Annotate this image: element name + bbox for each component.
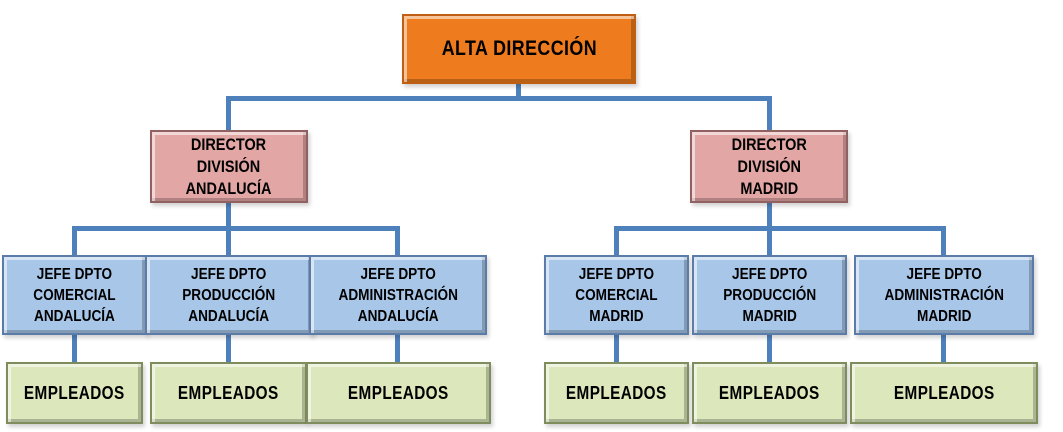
node-jefe-administracion-madrid-line1: JEFE DPTO <box>906 265 982 283</box>
node-alta-direccion: ALTA DIRECCIÓN <box>402 14 636 84</box>
node-director-andalucia-line1: DIRECTOR <box>191 134 267 154</box>
node-empleados-2-label: EMPLEADOS <box>178 382 279 403</box>
node-director-madrid-line1: DIRECTOR <box>731 134 807 154</box>
connector-empleados-stub-4 <box>614 335 619 362</box>
node-director-andalucia-line3: ANDALUCÍA <box>186 178 272 198</box>
node-jefe-administracion-andalucia-line1: JEFE DPTO <box>360 265 436 283</box>
connector-root-stem <box>516 84 521 98</box>
node-jefe-produccion-madrid-line3: MADRID <box>742 307 797 325</box>
node-jefe-produccion-madrid-line1: JEFE DPTO <box>731 265 808 283</box>
node-jefe-comercial-andalucia: JEFE DPTO COMERCIAL ANDALUCÍA <box>2 255 147 335</box>
node-director-madrid-line2: DIVISIÓN <box>737 156 801 176</box>
node-jefe-comercial-madrid-line2: COMERCIAL <box>575 286 658 304</box>
node-empleados-5: EMPLEADOS <box>692 362 847 424</box>
connector-top-right-drop <box>767 96 772 130</box>
node-jefe-produccion-andalucia-line1: JEFE DPTO <box>191 265 267 283</box>
node-empleados-2: EMPLEADOS <box>150 362 307 424</box>
connector-empleados-stub-2 <box>226 335 231 362</box>
connector-madrid-left-drop <box>614 226 619 255</box>
node-jefe-comercial-andalucia-line2: COMERCIAL <box>33 286 116 304</box>
node-empleados-3-label: EMPLEADOS <box>348 382 449 403</box>
connector-empleados-stub-3 <box>395 335 400 362</box>
node-director-andalucia: DIRECTOR DIVISIÓN ANDALUCÍA <box>150 130 308 203</box>
connector-madrid-right-drop <box>941 226 946 255</box>
node-jefe-administracion-madrid: JEFE DPTO ADMINISTRACIÓN MADRID <box>854 255 1034 335</box>
node-director-madrid-line3: MADRID <box>740 178 798 198</box>
connector-empleados-stub-6 <box>941 335 946 362</box>
node-jefe-produccion-andalucia-line3: ANDALUCÍA <box>188 307 270 325</box>
node-jefe-administracion-andalucia: JEFE DPTO ADMINISTRACIÓN ANDALUCÍA <box>309 255 487 335</box>
node-empleados-6-label: EMPLEADOS <box>893 382 995 403</box>
node-jefe-produccion-madrid: JEFE DPTO PRODUCCIÓN MADRID <box>692 255 847 335</box>
node-empleados-1-label: EMPLEADOS <box>24 382 125 403</box>
node-empleados-3: EMPLEADOS <box>306 362 491 424</box>
node-empleados-5-label: EMPLEADOS <box>719 382 820 403</box>
node-jefe-comercial-madrid-line1: JEFE DPTO <box>578 265 655 283</box>
connector-top-horizontal <box>226 96 772 101</box>
node-jefe-administracion-andalucia-line3: ANDALUCÍA <box>357 307 439 325</box>
node-jefe-administracion-madrid-line3: MADRID <box>916 307 972 325</box>
connector-andalucia-left-drop <box>72 226 77 255</box>
node-jefe-administracion-andalucia-line2: ADMINISTRACIÓN <box>338 286 458 304</box>
node-empleados-6: EMPLEADOS <box>850 362 1038 424</box>
connector-andalucia-right-drop <box>395 226 400 255</box>
connector-top-left-drop <box>226 96 231 130</box>
connector-madrid-horizontal <box>614 226 946 231</box>
node-director-andalucia-line2: DIVISIÓN <box>197 156 261 176</box>
node-empleados-4-label: EMPLEADOS <box>566 382 667 403</box>
connector-empleados-stub-5 <box>767 335 772 362</box>
node-jefe-produccion-madrid-line2: PRODUCCIÓN <box>723 286 816 304</box>
node-director-madrid: DIRECTOR DIVISIÓN MADRID <box>690 130 848 203</box>
node-jefe-comercial-andalucia-line3: ANDALUCÍA <box>34 307 115 325</box>
node-jefe-comercial-madrid: JEFE DPTO COMERCIAL MADRID <box>544 255 689 335</box>
node-jefe-administracion-madrid-line2: ADMINISTRACIÓN <box>884 286 1004 304</box>
node-jefe-produccion-andalucia-line2: PRODUCCIÓN <box>182 286 276 304</box>
node-jefe-comercial-madrid-line3: MADRID <box>589 307 644 325</box>
connector-empleados-stub-1 <box>72 335 77 362</box>
node-empleados-4: EMPLEADOS <box>544 362 689 424</box>
connector-andalucia-horizontal <box>72 226 400 231</box>
node-jefe-produccion-andalucia: JEFE DPTO PRODUCCIÓN ANDALUCÍA <box>145 255 313 335</box>
node-empleados-1: EMPLEADOS <box>6 362 143 424</box>
node-jefe-comercial-andalucia-line1: JEFE DPTO <box>36 265 113 283</box>
node-alta-direccion-label: ALTA DIRECCIÓN <box>441 37 597 60</box>
